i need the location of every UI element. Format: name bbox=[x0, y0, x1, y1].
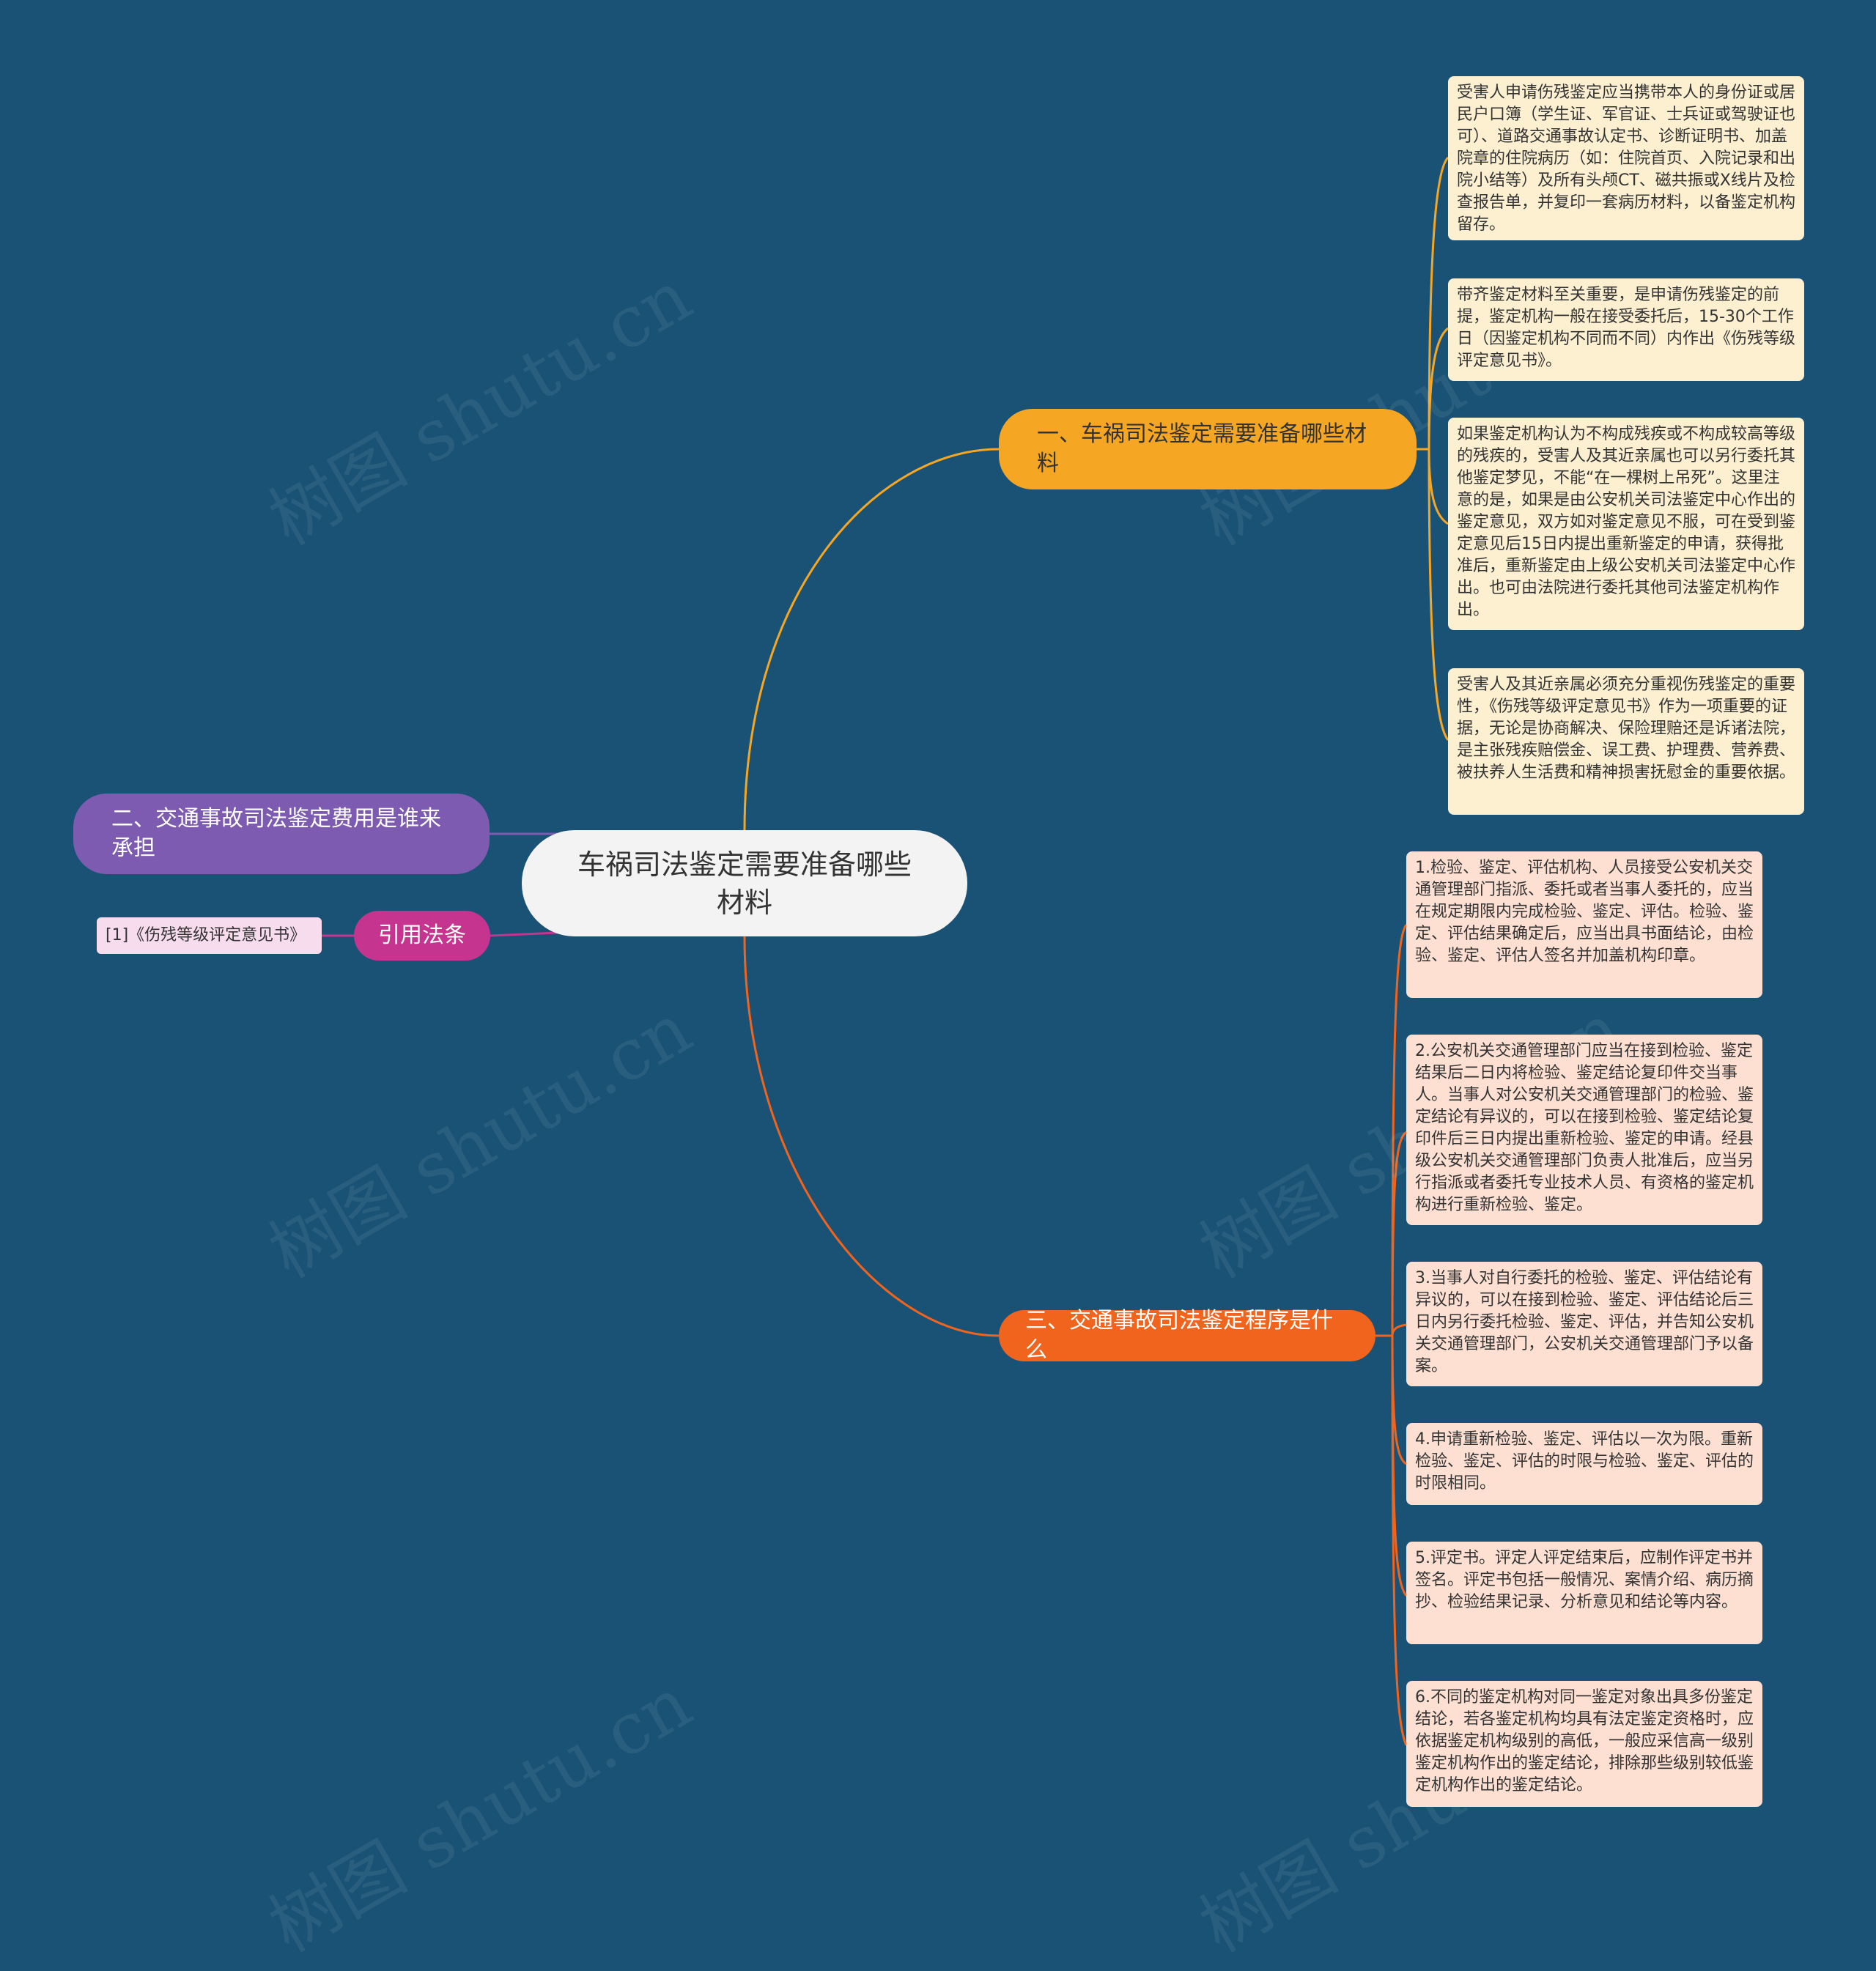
leaf-procedure-5[interactable]: 5.评定书。评定人评定结束后，应制作评定书并签名。评定书包括一般情况、案情介绍、… bbox=[1406, 1542, 1762, 1644]
leaf-materials-3[interactable]: 如果鉴定机构认为不构成残疾或不构成较高等级的残疾的，受害人及其近亲属也可以另行委… bbox=[1448, 418, 1804, 630]
leaf-text: 4.申请重新检验、鉴定、评估以一次为限。重新检验、鉴定、评估的时限与检验、鉴定、… bbox=[1415, 1430, 1754, 1493]
link-root-b4 bbox=[490, 931, 558, 937]
leaf-materials-2[interactable]: 带齐鉴定材料至关重要，是申请伤残鉴定的前提，鉴定机构一般在接受委托后，15-30… bbox=[1448, 278, 1804, 381]
citation-leaf[interactable]: [1]《伤残等级评定意见书》 bbox=[97, 917, 322, 954]
leaf-materials-1[interactable]: 受害人申请伤残鉴定应当携带本人的身份证或居民户口簿（学生证、军官证、士兵证或驾驶… bbox=[1448, 76, 1804, 240]
links-b1-leaves bbox=[1417, 156, 1450, 741]
leaf-text: 3.当事人对自行委托的检验、鉴定、评估结论有异议的，可以在接到检验、鉴定、评估结… bbox=[1415, 1269, 1754, 1375]
leaf-text: 受害人申请伤残鉴定应当携带本人的身份证或居民户口簿（学生证、军官证、士兵证或驾驶… bbox=[1457, 84, 1796, 234]
branch-procedure[interactable]: 三、交通事故司法鉴定程序是什么 bbox=[999, 1308, 1375, 1363]
leaf-procedure-4[interactable]: 4.申请重新检验、鉴定、评估以一次为限。重新检验、鉴定、评估的时限与检验、鉴定、… bbox=[1406, 1423, 1762, 1505]
leaf-text: 2.公安机关交通管理部门应当在接到检验、鉴定结果后二日内将检验、鉴定结论复印件交… bbox=[1415, 1042, 1754, 1214]
leaf-procedure-1[interactable]: 1.检验、鉴定、评估机构、人员接受公安机关交通管理部门指派、委托或者当事人委托的… bbox=[1406, 851, 1762, 998]
mindmap-canvas: 树图 shutu.cn 树图 shutu.cn 树图 shutu.cn 树图 s… bbox=[73, 76, 1804, 1968]
link-root-b3 bbox=[743, 936, 1000, 1337]
leaf-procedure-6[interactable]: 6.不同的鉴定机构对同一鉴定对象出具多份鉴定结论，若各鉴定机构均具有法定鉴定资格… bbox=[1406, 1681, 1762, 1807]
branch-label: 三、交通事故司法鉴定程序是什么 bbox=[1025, 1308, 1333, 1363]
leaf-text: 受害人及其近亲属必须充分重视伤残鉴定的重要性，《伤残等级评定意见书》作为一项重要… bbox=[1457, 676, 1796, 782]
leaf-text: 5.评定书。评定人评定结束后，应制作评定书并签名。评定书包括一般情况、案情介绍、… bbox=[1415, 1549, 1754, 1611]
leaf-text: 1.检验、鉴定、评估机构、人员接受公安机关交通管理部门指派、委托或者当事人委托的… bbox=[1415, 859, 1754, 965]
branch-citations[interactable]: 引用法条 bbox=[354, 911, 490, 961]
leaf-procedure-3[interactable]: 3.当事人对自行委托的检验、鉴定、评估结论有异议的，可以在接到检验、鉴定、评估结… bbox=[1406, 1262, 1762, 1386]
branch-label: 引用法条 bbox=[378, 922, 466, 948]
link-root-b1 bbox=[743, 448, 1000, 831]
branch-label: 一、车祸司法鉴定需要准备哪些材料 bbox=[1037, 421, 1367, 476]
branch-label: 二、交通事故司法鉴定费用是谁来承担 bbox=[111, 806, 441, 861]
leaf-text: 如果鉴定机构认为不构成残疾或不构成较高等级的残疾的，受害人及其近亲属也可以另行委… bbox=[1457, 425, 1796, 619]
leaf-text: [1]《伤残等级评定意见书》 bbox=[106, 926, 306, 944]
leaf-procedure-2[interactable]: 2.公安机关交通管理部门应当在接到检验、鉴定结果后二日内将检验、鉴定结论复印件交… bbox=[1406, 1035, 1762, 1225]
branch-fee[interactable]: 二、交通事故司法鉴定费用是谁来承担 bbox=[73, 794, 490, 874]
leaf-text: 带齐鉴定材料至关重要，是申请伤残鉴定的前提，鉴定机构一般在接受委托后，15-30… bbox=[1457, 286, 1796, 370]
root-topic[interactable]: 车祸司法鉴定需要准备哪些材料 bbox=[522, 830, 967, 936]
leaf-text: 6.不同的鉴定机构对同一鉴定对象出具多份鉴定结论，若各鉴定机构均具有法定鉴定资格… bbox=[1415, 1688, 1754, 1794]
branch-materials[interactable]: 一、车祸司法鉴定需要准备哪些材料 bbox=[999, 409, 1417, 489]
root-topic-label: 车祸司法鉴定需要准备哪些材料 bbox=[577, 848, 912, 919]
connector-layer bbox=[322, 156, 1450, 1746]
links-b3-leaves bbox=[1375, 924, 1408, 1746]
leaf-materials-4[interactable]: 受害人及其近亲属必须充分重视伤残鉴定的重要性，《伤残等级评定意见书》作为一项重要… bbox=[1448, 668, 1804, 815]
